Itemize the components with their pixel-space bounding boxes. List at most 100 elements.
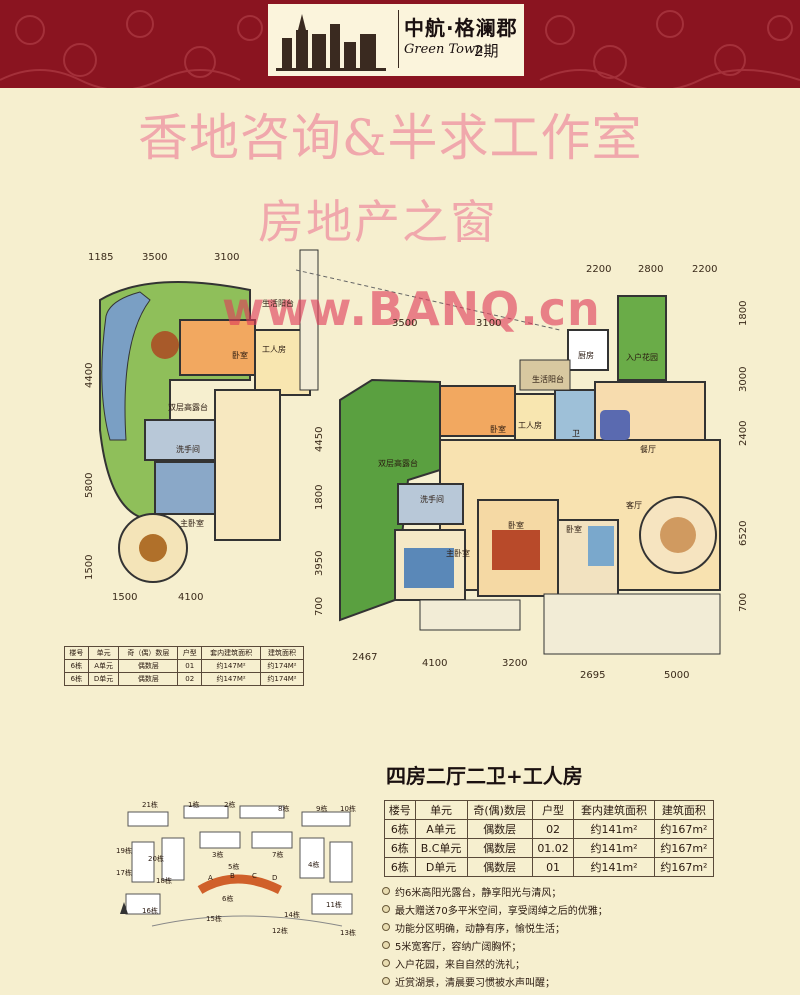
room-servant-right: 工人房 [518,421,542,430]
table-cell: 偶数层 [466,819,533,839]
floor-plans [99,249,721,655]
dim-rtop-1: 3500 [392,318,418,329]
dim-bottom-1: 1500 [112,592,138,603]
feature-text: 入户花园，来自自然的洗礼； [395,959,525,971]
dim-top-3: 3100 [214,252,240,263]
dim-bottom-2: 4100 [178,592,204,603]
room-terrace-right: 双层高露台 [378,459,418,468]
table-header: 建筑面积 [653,800,715,820]
building-label: 2栋 [224,801,236,809]
bullet-icon [382,941,390,949]
dim-rright-2: 3000 [738,366,749,392]
building-label: 14栋 [284,911,300,919]
feature-item: 功能分区明确，动静有序，愉悦生活； [382,918,782,936]
building-label: C [252,872,257,880]
dim-rtop-2: 3100 [476,318,502,329]
dim-rbottom-5: 5000 [664,670,690,681]
table-cell: D单元 [87,672,120,686]
feature-text: 5米宽客厅，容纳广阔胸怀； [395,941,522,953]
dim-rtop-3: 2200 [586,264,612,275]
building-label: B [230,872,235,880]
building-label: 5栋 [228,863,240,871]
table-cell: 6栋 [384,838,416,858]
table-header: 户型 [177,646,203,660]
room-balcony-right: 生活阳台 [532,375,564,384]
table-cell: 01.02 [531,838,575,858]
room-master-left: 主卧室 [180,519,204,528]
room-wc: 卫 [572,429,580,438]
building-label: 17栋 [116,869,132,877]
building-label: A [208,874,213,882]
table-cell: 6栋 [384,819,416,839]
feature-text: 功能分区明确，动静有序，愉悦生活； [395,923,565,935]
building-label: 15栋 [206,915,222,923]
feature-text: 近赏湖景，清晨要习惯被水声叫醒； [395,977,555,989]
table-cell: 偶数层 [466,857,533,877]
room-garden: 入户花园 [626,353,658,362]
building-label: 18栋 [156,877,172,885]
left-unit-table: 楼号 单元 奇（偶）数层 户型 套内建筑面积 建筑面积 6栋 A单元 偶数层 0… [64,646,304,686]
table-cell: A单元 [414,819,468,839]
feature-text: 约6米高阳光露台，静享阳光与清风； [395,887,562,899]
table-header: 户型 [531,800,575,820]
building-label: 19栋 [116,847,132,855]
building-label: 9栋 [316,805,328,813]
table-header: 套内建筑面积 [201,646,262,660]
dim-rtop-5: 2200 [692,264,718,275]
bullet-icon [382,887,390,895]
table-cell: 约174M² [260,672,304,686]
dim-rbottom-3: 3200 [502,658,528,669]
building-label: 7栋 [272,851,284,859]
table-cell: 约147M² [201,672,262,686]
table-cell: 约141m² [573,857,655,877]
building-label: 11栋 [326,901,342,909]
table-cell: 约147M² [201,659,262,673]
table-cell: D单元 [414,857,468,877]
feature-text: 最大赠送70多平米空间，享受阔绰之后的优雅； [395,905,608,917]
table-cell: 6栋 [64,659,89,673]
dim-rright-3: 2400 [738,420,749,446]
table-cell: 6栋 [384,857,416,877]
dim-left-2: 5800 [84,472,95,498]
north-arrow-icon [120,902,128,914]
header-band: 中航·格澜郡 Green Town 2期 [0,0,800,88]
brand-phase: 2期 [474,42,499,60]
feature-item: 入户花园，来自自然的洗礼； [382,954,782,972]
table-cell: 约167m² [653,857,715,877]
table-cell: 02 [177,672,203,686]
table-cell: 约141m² [573,838,655,858]
unit-table: 楼号 单元 奇(偶)数层 户型 套内建筑面积 建筑面积 6栋 A单元 偶数层 0… [384,800,715,877]
table-header: 套内建筑面积 [573,800,655,820]
bullet-icon [382,923,390,931]
site-map-drawing [120,805,353,927]
room-master-right: 主卧室 [446,549,470,558]
dim-top-2: 3500 [142,252,168,263]
building-logo-icon [276,14,386,71]
room-living: 客厅 [626,501,642,510]
bullet-icon [382,959,390,967]
site-map: 21栋 1栋 2栋 8栋 9栋 10栋 19栋 20栋 3栋 7栋 4栋 18栋… [112,798,362,938]
dim-rleft-4: 700 [314,596,325,616]
room-kitchen: 厨房 [578,351,594,360]
room-washroom-left: 洗手间 [176,445,200,454]
table-header: 单元 [414,800,468,820]
table-cell: 02 [531,819,575,839]
dim-rtop-4: 2800 [638,264,664,275]
room-bedroom-left: 卧室 [232,351,248,360]
table-header: 奇（偶）数层 [118,646,179,660]
dim-rleft-1: 4450 [314,426,325,452]
building-label: 10栋 [340,805,356,813]
bullet-icon [382,905,390,913]
table-header: 楼号 [64,646,89,660]
table-header: 单元 [87,646,120,660]
building-label: 16栋 [142,907,158,915]
building-label: D [272,874,278,882]
dim-rbottom-1: 2467 [352,652,378,663]
table-cell: 偶数层 [118,672,179,686]
table-cell: 约167m² [653,838,715,858]
swirl-pattern [0,10,800,88]
brand-box [268,4,524,76]
brand-subtitle: Green Town [404,42,484,57]
dim-top-1: 1185 [88,252,114,263]
dim-rbottom-2: 4100 [422,658,448,669]
